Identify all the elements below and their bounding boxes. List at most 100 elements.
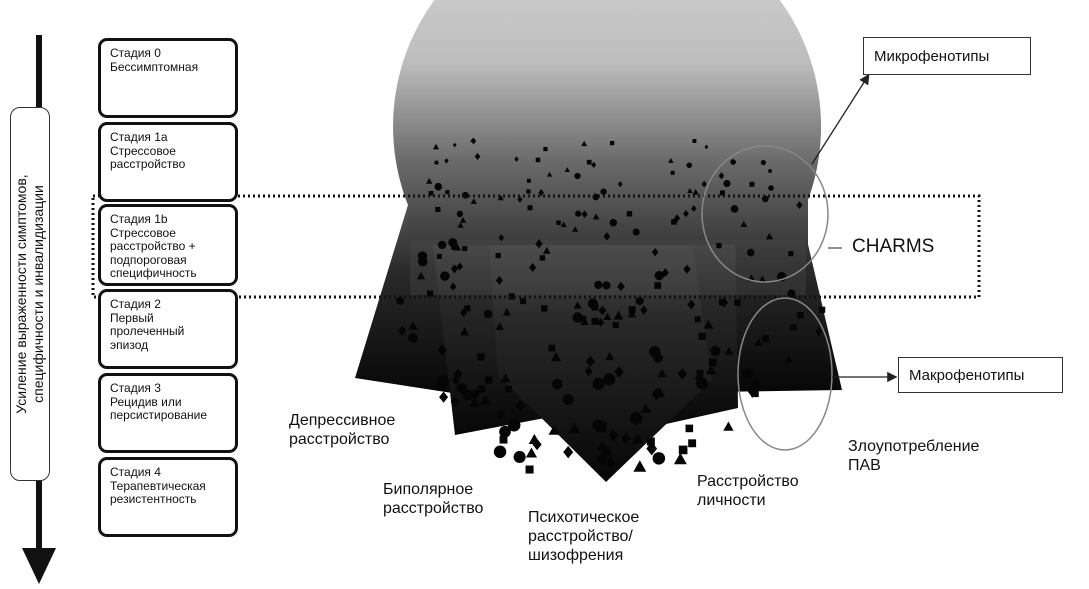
symptom-marker	[505, 386, 512, 393]
label-bipolar: Биполярное расстройство	[383, 480, 483, 518]
symptom-marker	[730, 159, 736, 165]
symptom-marker	[602, 281, 610, 289]
stage-3-box: Стадия 3 Рецидив или персистирование	[98, 373, 238, 453]
symptom-marker	[699, 333, 706, 340]
micro-phenotypes-box: Микрофенотипы	[863, 37, 1031, 75]
stage-0-box: Стадия 0 Бессимптомная	[98, 38, 238, 118]
symptom-marker	[448, 238, 457, 247]
symptom-marker	[587, 160, 592, 165]
symptom-marker	[761, 160, 766, 165]
symptom-marker	[593, 378, 605, 390]
symptom-marker	[552, 379, 563, 390]
symptom-marker	[526, 448, 537, 458]
dome	[393, 0, 821, 245]
symptom-marker	[484, 310, 493, 319]
symptom-marker	[439, 391, 448, 402]
symptom-marker	[695, 316, 701, 322]
symptom-marker	[633, 229, 640, 236]
symptom-marker	[686, 162, 692, 168]
label-personality: Расстройство личности	[697, 472, 799, 510]
symptom-marker	[710, 346, 720, 356]
symptom-marker	[674, 453, 687, 465]
stage-2-label: Стадия 2 Первый пролеченный эпизод	[110, 298, 228, 352]
stage-1a-box: Стадия 1a Стрессовое расстройство	[98, 122, 238, 202]
label-depressive: Депрессивное расстройство	[289, 411, 395, 449]
symptom-marker	[526, 189, 530, 193]
symptom-marker	[445, 190, 449, 194]
symptom-marker	[654, 282, 661, 289]
symptom-marker	[556, 220, 561, 225]
macro-phenotypes-label: Макрофенотипы	[909, 367, 1024, 384]
symptom-marker	[797, 312, 803, 318]
symptom-marker	[734, 300, 740, 306]
symptom-marker	[630, 412, 642, 424]
symptom-marker	[649, 346, 660, 357]
symptom-marker	[434, 183, 442, 191]
label-psychotic: Психотическое расстройство/ шизофрения	[528, 508, 639, 565]
symptom-marker	[477, 353, 484, 360]
symptom-marker	[494, 446, 506, 458]
stage-1a-label: Стадия 1a Стрессовое расстройство	[110, 131, 228, 172]
stage-4-box: Стадия 4 Терапевтическая резистентность	[98, 457, 238, 537]
symptom-marker	[438, 241, 446, 249]
symptom-marker	[688, 439, 696, 447]
symptom-marker	[435, 161, 439, 165]
symptom-marker	[574, 173, 580, 179]
symptom-marker	[679, 446, 688, 455]
progression-label: Усиление выраженности симптомов, специфи…	[13, 114, 47, 474]
symptom-marker	[514, 451, 526, 463]
symptom-marker	[478, 385, 485, 392]
symptom-marker	[594, 281, 602, 289]
symptom-marker	[790, 325, 796, 331]
symptom-marker	[742, 368, 753, 379]
symptom-marker	[671, 171, 675, 175]
symptom-marker	[600, 188, 606, 194]
micro-phenotypes-label: Микрофенотипы	[874, 48, 989, 65]
symptom-marker	[709, 359, 717, 367]
symptom-marker	[418, 251, 427, 260]
symptom-marker	[788, 251, 793, 256]
symptom-marker	[541, 305, 547, 311]
symptom-marker	[527, 179, 531, 183]
symptom-marker	[819, 307, 825, 313]
symptom-marker	[629, 306, 636, 313]
symptom-marker	[723, 180, 730, 187]
symptom-marker	[572, 312, 582, 322]
stage-1b-label: Стадия 1b Стрессовое расстройство + подп…	[110, 213, 228, 281]
symptom-marker	[692, 139, 696, 143]
symptom-marker	[592, 318, 599, 325]
symptom-marker	[508, 419, 521, 432]
symptom-marker	[520, 298, 526, 304]
symptom-marker	[456, 383, 466, 393]
charms-label: CHARMS	[852, 236, 934, 258]
symptom-marker	[408, 333, 418, 343]
symptom-marker	[496, 253, 501, 258]
symptom-marker	[653, 452, 666, 465]
symptom-marker	[762, 335, 769, 342]
symptom-marker	[762, 195, 769, 202]
symptom-marker	[500, 436, 508, 444]
stage-0-label: Стадия 0 Бессимптомная	[110, 47, 228, 74]
symptom-marker	[498, 410, 505, 417]
macro-phenotypes-box: Макрофенотипы	[898, 357, 1063, 393]
symptom-marker	[603, 373, 615, 385]
stage-4-label: Стадия 4 Терапевтическая резистентность	[110, 466, 228, 507]
symptom-marker	[435, 207, 440, 212]
stage-2-box: Стадия 2 Первый пролеченный эпизод	[98, 289, 238, 369]
label-substance: Злоупотребление ПАВ	[848, 437, 979, 475]
symptom-marker	[528, 205, 533, 210]
symptom-marker	[747, 249, 755, 257]
symptom-marker	[540, 255, 545, 260]
symptom-marker	[610, 141, 614, 145]
symptom-marker	[599, 422, 607, 430]
symptom-marker	[716, 243, 721, 248]
symptom-marker	[768, 169, 771, 172]
symptom-marker	[749, 182, 754, 187]
symptom-marker	[633, 460, 646, 471]
stage-3-label: Стадия 3 Рецидив или персистирование	[110, 382, 228, 423]
symptom-marker	[627, 211, 632, 216]
symptom-marker	[526, 466, 534, 474]
symptom-marker	[563, 394, 574, 405]
symptom-marker	[610, 219, 618, 227]
